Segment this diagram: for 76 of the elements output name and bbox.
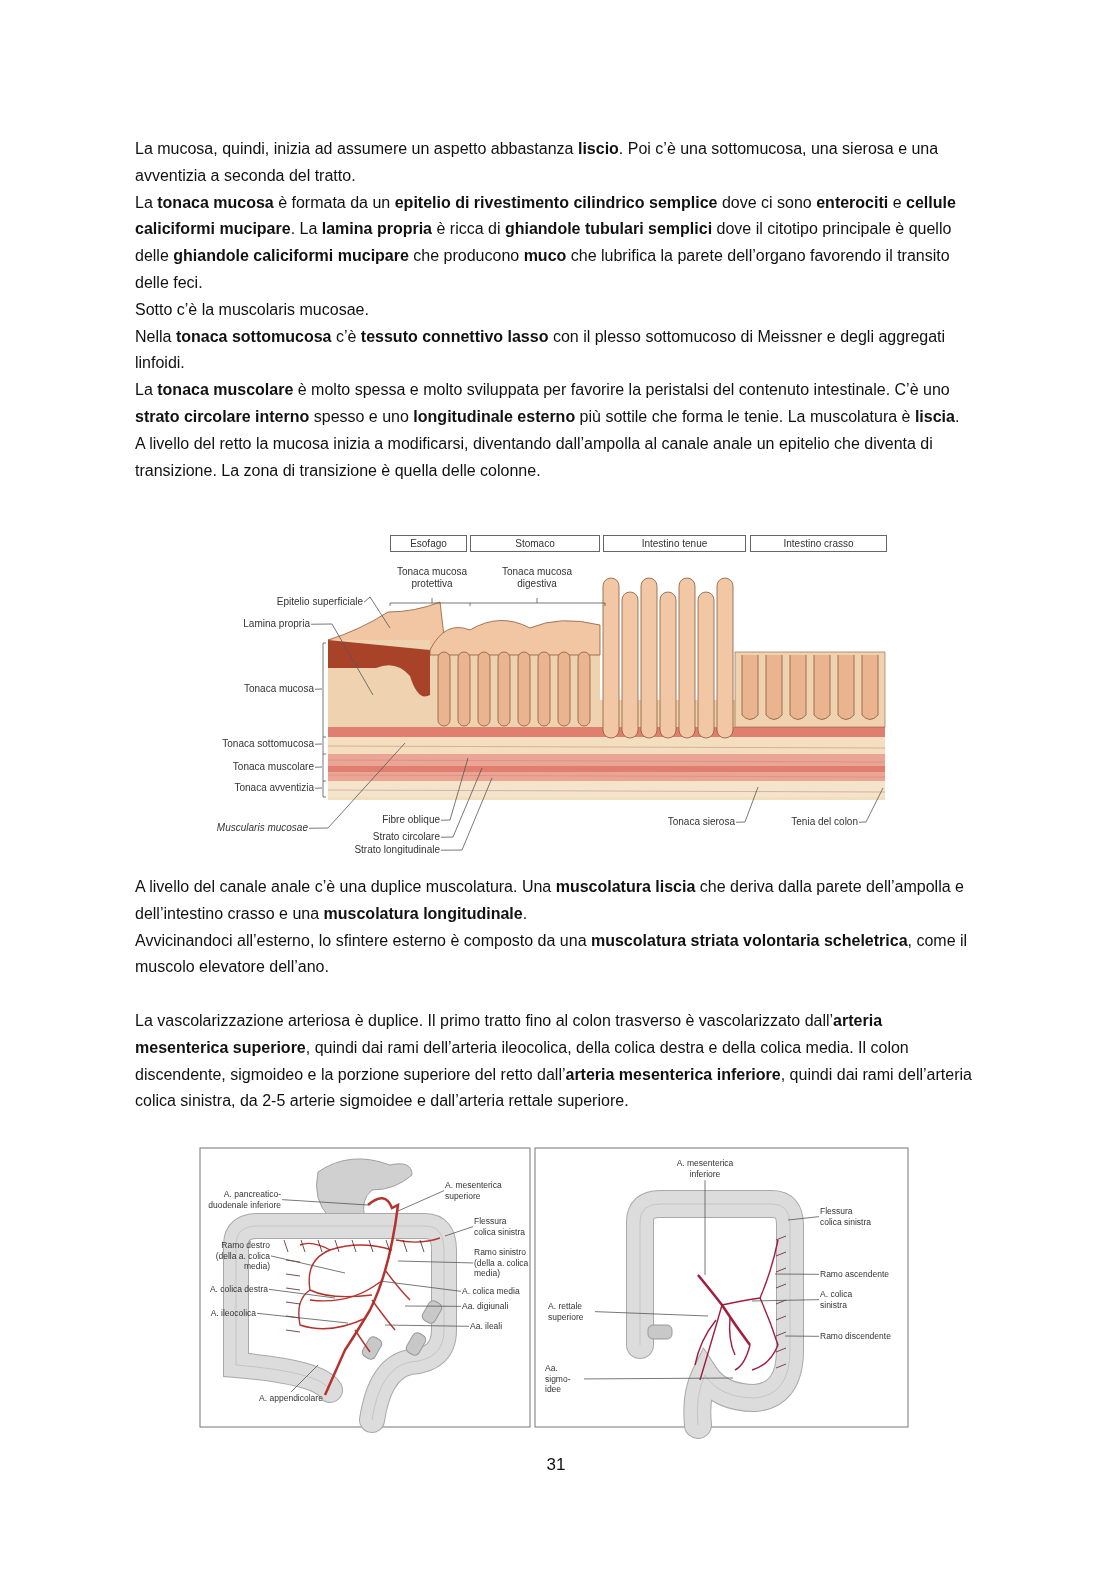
anatomy-label: A. colica destra [209,1284,268,1295]
section-header-box: Stomaco [470,535,600,552]
leader-line [787,1216,820,1221]
anatomy-label: Ramo destro (della a. colica media) [210,1240,270,1272]
anatomy-label: Aa. ileali [470,1321,503,1332]
anatomy-label: Flessura colica sinistra [820,1206,876,1228]
paragraph: Nella tonaca sottomucosa c’è tessuto connettivo lasso con il plesso sottomucoso di Meissner e degli aggregati linfoidi. [135,326,947,374]
leader-line [256,1312,349,1324]
paragraph: A livello del canale anale c’è una duplice muscolatura. Una muscolatura liscia che deriva dalla parete dell’ampolla e dell’intestino crasso e una muscolatura longitudinale. [135,877,965,924]
leader-line [314,688,323,690]
anatomy-label: Strato circolare [372,831,440,844]
paragraph: Avvicinandoci all’esterno, lo sfintere esterno è composto da una muscolatura striata volontaria scheletrica, come il muscolo elevatore dell’ano. [135,930,969,978]
anatomy-label: Ramo discendente [820,1331,891,1342]
paragraph: La tonaca mucosa è formata da un epitelio di rivestimento cilindrico semplice dove ci sono enterociti e cellule caliciformi mucipare. La lamina propria è ricca di ghiandole tubulari semplici dove il citotipo principale è quello delle ghiandole caliciformi mucipare che producono muco che lubrifica la parete dell’organo favorendo il transito delle feci. [135,192,957,293]
leader-line [858,787,884,823]
leader-line [314,787,323,789]
leader-line [281,1199,369,1206]
anatomy-label: A. rettale superiore [548,1301,594,1323]
paragraph: La tonaca muscolare è molto spessa e molto sviluppata per favorire la peristalsi del contenuto intestinale. C’è uno strato circolare interno spesso e uno longitudinale esterno più sottile che forma le tenie. La muscolatura è liscia. [135,380,961,427]
anatomy-label: Tonaca sierosa [667,816,735,829]
leader-line [268,1288,336,1299]
leader-line [440,767,483,838]
section-header-box: Intestino crasso [750,535,887,552]
page-number: 31 [546,1455,566,1475]
anatomy-label: Tonaca muscolare [232,761,314,774]
anatomy-label: Fibre oblique [382,814,440,827]
leader-line [404,1305,462,1307]
leader-line [583,1377,734,1380]
anatomy-label: A. pancreatico-duodenale inferiore [199,1189,281,1211]
leader-line [310,623,374,696]
anatomy-label: Tonaca avventizia [234,782,314,795]
anatomy-label: Ramo sinistro (della a. colica media) [474,1247,530,1279]
anatomy-label: A. mesenterica superiore [445,1180,507,1202]
leader-line [735,786,759,823]
leader-line [774,1273,820,1275]
anatomy-label: Flessura colica sinistra [474,1216,528,1238]
paragraph: A livello del retto la mucosa inizia a modificarsi, diventando dall’ampolla al canale anale un epitelio che diventa di transizione. La zona di transizione è quella delle colonne. [135,433,934,481]
anatomy-label: Aa. sigmo-idee [545,1363,583,1395]
section-header-box: Esofago [390,535,467,552]
anatomy-label: Aa. digiunali [462,1301,509,1312]
leader-line [379,1280,462,1292]
leader-line [290,1364,319,1393]
leader-line [314,766,323,768]
anatomy-label: Ramo ascendente [820,1269,889,1280]
leader-line [270,1255,346,1274]
paragraph: Sotto c’è la muscolaris mucosae. [135,299,370,320]
leader-line [397,1190,445,1212]
leader-line [314,743,323,745]
leader-line [440,777,493,851]
region-label: Tonaca mucosa protettiva [395,566,468,590]
anatomy-label: Epitelio superficiale [276,596,363,609]
anatomy-label: A. ileocolica [210,1308,256,1319]
anatomy-label: A. colica sinistra [820,1289,868,1311]
leader-line [751,1299,820,1302]
region-label: Tonaca mucosa digestiva [500,566,573,590]
anatomy-label: Tenia del colon [791,816,858,829]
leader-line [363,596,391,629]
leader-line [384,1324,470,1327]
leader-line [784,1335,820,1337]
anatomy-label: Tonaca sottomucosa [222,738,314,751]
leader-line [594,1311,709,1317]
paragraph: La vascolarizzazione arteriosa è duplice. Il primo tratto fino al colon trasverso è vascolarizzato dall’arteria mesenterica superiore, quindi dai rami dell’arteria ileocolica, della colica destra e della colica media. Il colon discendente, sigmoideo e la porzione superiore del retto dall’arteria mesenterica inferiore, quindi dai rami dell’arteria colica sinistra, da 2-5 arterie sigmoidee e dall’arteria rettale superiore. [135,1011,973,1112]
anatomy-label: A. colica media [462,1286,520,1297]
anatomy-label: Strato longitudinale [354,844,440,857]
anatomy-label: A. mesenterica inferiore [669,1158,741,1180]
leader-line [308,742,406,829]
anatomy-label: Tonaca mucosa [243,683,314,696]
section-header-box: Intestino tenue [603,535,746,552]
anatomy-label: Lamina propria [243,618,310,631]
leader-line [704,1179,706,1276]
leader-line [440,757,469,821]
leader-line [444,1226,474,1237]
colon-arteries-drawing [626,1190,804,1439]
paragraph: La mucosa, quindi, inizia ad assumere un aspetto abbastanza liscio. Poi c’è una sottomucosa, una sierosa e una avventizia a seconda del tratto. [135,139,940,186]
leader-line [397,1260,474,1264]
anatomy-label: Muscularis mucosae [216,822,308,835]
